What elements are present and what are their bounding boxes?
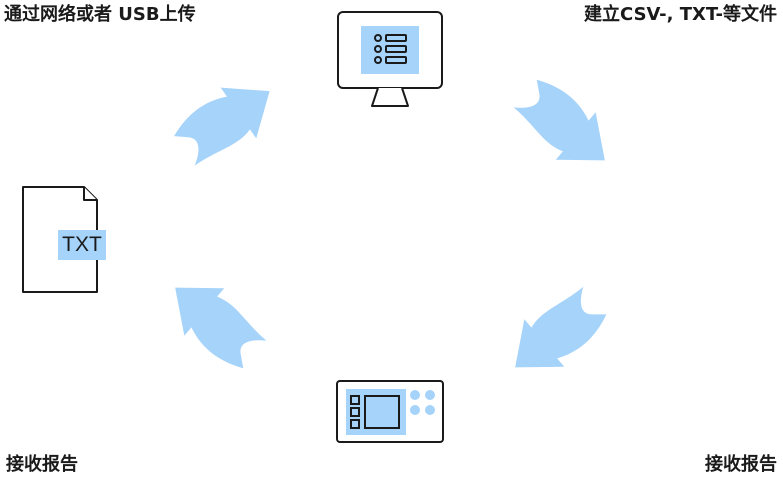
txt-badge-label: TXT bbox=[58, 230, 106, 260]
caption-upload: 通过网络或者 USB上传 bbox=[4, 4, 196, 25]
monitor-list-icon bbox=[337, 11, 443, 107]
arrow-left-to-top-icon bbox=[166, 65, 288, 177]
arrow-top-to-right-icon bbox=[505, 69, 625, 185]
arrow-right-to-bottom-icon bbox=[495, 276, 615, 392]
caption-receive-report-right: 接收报告 bbox=[705, 454, 777, 475]
arrow-bottom-to-left-icon bbox=[155, 263, 275, 379]
caption-create-files: 建立CSV-, TXT-等文件 bbox=[584, 4, 777, 25]
caption-receive-report-left: 接收报告 bbox=[6, 454, 78, 475]
device-panel-icon bbox=[336, 380, 444, 443]
